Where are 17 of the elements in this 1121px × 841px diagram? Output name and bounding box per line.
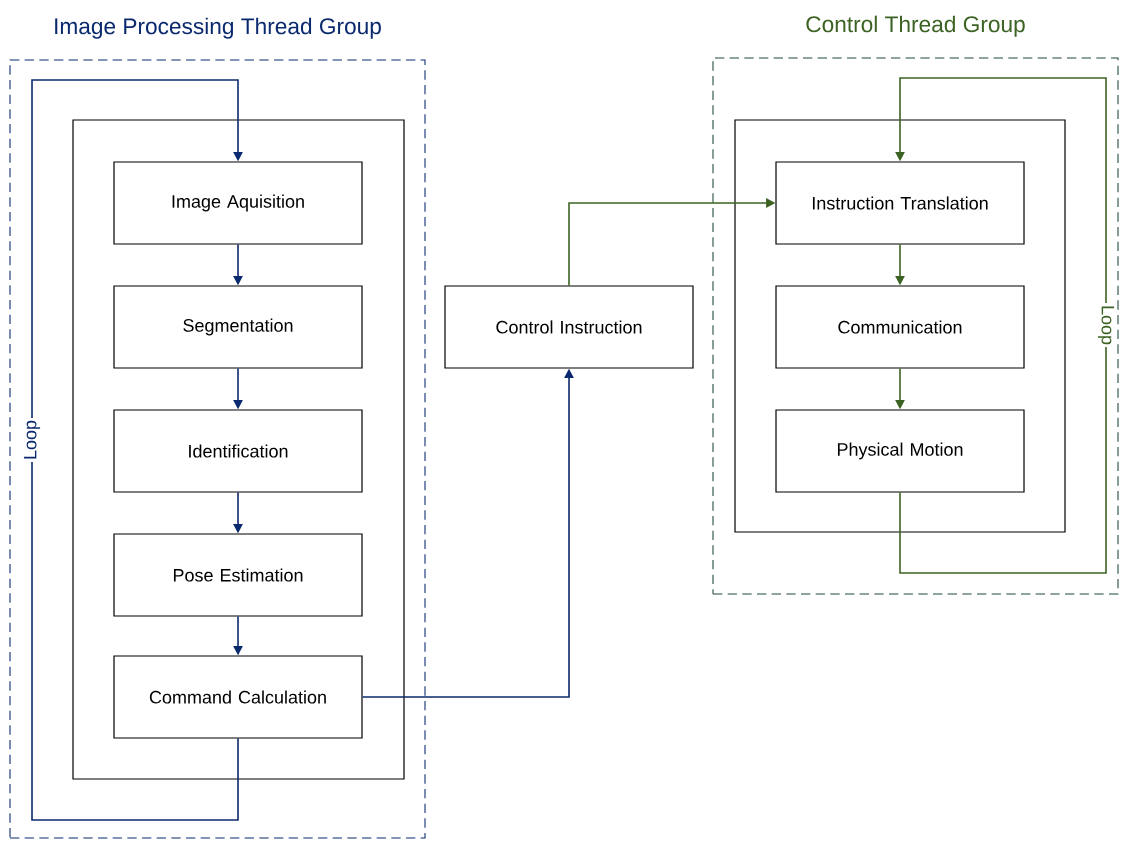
process-box: Communication (775, 285, 1025, 369)
node-label: Control Thread Group (806, 15, 1025, 37)
arrow (895, 77, 1107, 574)
arrow (31, 79, 243, 821)
process-box: Segmentation (113, 285, 363, 369)
container-box (72, 119, 405, 780)
node-label: Image Processing Thread Group (55, 17, 381, 39)
process-box: Image Aquisition (113, 161, 363, 245)
edge-label: Loop (21, 417, 43, 462)
process-box: Command Calculation (113, 655, 363, 739)
edge-label: Loop (1095, 302, 1117, 347)
container-box (734, 119, 1066, 533)
process-box: Control Instruction (444, 285, 694, 369)
process-box: Instruction Translation (775, 161, 1025, 245)
process-box: Identification (113, 409, 363, 493)
process-box: Physical Motion (775, 409, 1025, 493)
process-box: Pose Estimation (113, 533, 363, 617)
